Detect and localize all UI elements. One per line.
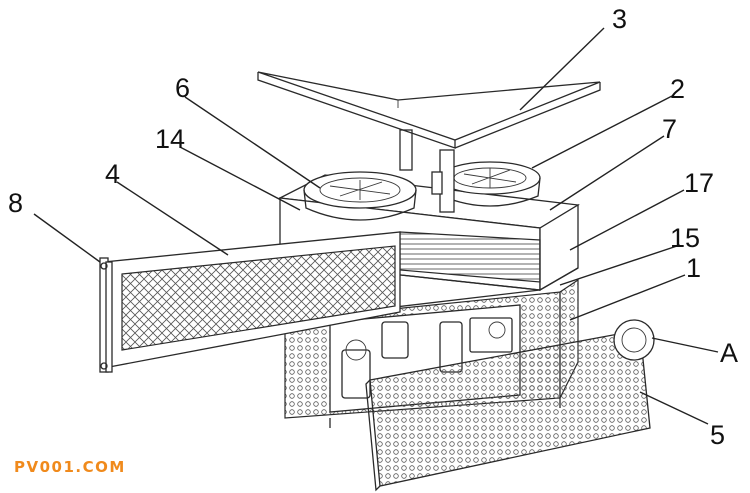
label-15: 15 (670, 223, 700, 253)
label-4: 4 (105, 159, 120, 189)
wheel (613, 319, 655, 361)
label-1: 1 (686, 253, 701, 283)
watermark: PV001.COM (14, 458, 126, 476)
label-2: 2 (670, 74, 685, 104)
label-17: 17 (684, 168, 714, 198)
label-5: 5 (710, 420, 725, 450)
label-7: 7 (662, 114, 677, 144)
label-14: 14 (155, 124, 185, 154)
perforated-door (365, 329, 651, 492)
label-3: 3 (612, 4, 627, 34)
label-a: A (720, 338, 738, 368)
label-8: 8 (8, 188, 23, 218)
mesh-drawer (99, 231, 401, 373)
solar-panel-assembly (257, 71, 601, 213)
fan-unit-left (303, 171, 417, 221)
leader-lines (33, 27, 719, 425)
label-6: 6 (175, 73, 190, 103)
